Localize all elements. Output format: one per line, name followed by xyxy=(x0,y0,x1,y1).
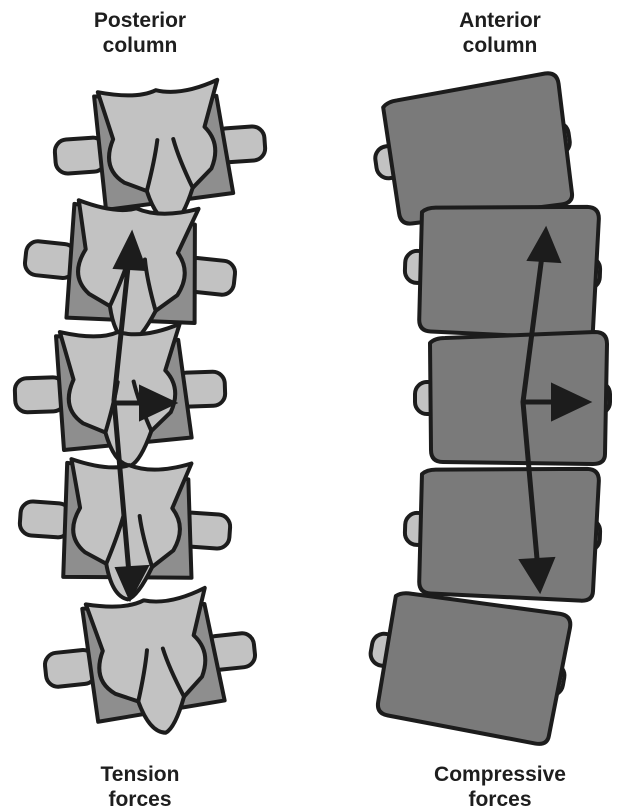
tension-label-line-1: Tension xyxy=(40,762,240,787)
anterior-column-label: Anterior column xyxy=(400,8,600,58)
compressive-forces-label: Compressive forces xyxy=(400,762,600,812)
anterior-vertebra-5 xyxy=(360,583,575,747)
compressive-label-line-1: Compressive xyxy=(400,762,600,787)
posterior-column-label: Posterior column xyxy=(40,8,240,58)
anterior-vertebra-2 xyxy=(403,201,602,340)
posterior-label-line-1: Posterior xyxy=(40,8,240,33)
anterior-label-line-2: column xyxy=(400,33,600,58)
posterior-label-line-2: column xyxy=(40,33,240,58)
anterior-vertebra-4 xyxy=(403,463,602,602)
tension-label-line-2: forces xyxy=(40,787,240,812)
anterior-label-line-1: Anterior xyxy=(400,8,600,33)
tension-forces-label: Tension forces xyxy=(40,762,240,812)
posterior-vertebra-5 xyxy=(39,583,262,744)
compressive-label-line-2: forces xyxy=(400,787,600,812)
